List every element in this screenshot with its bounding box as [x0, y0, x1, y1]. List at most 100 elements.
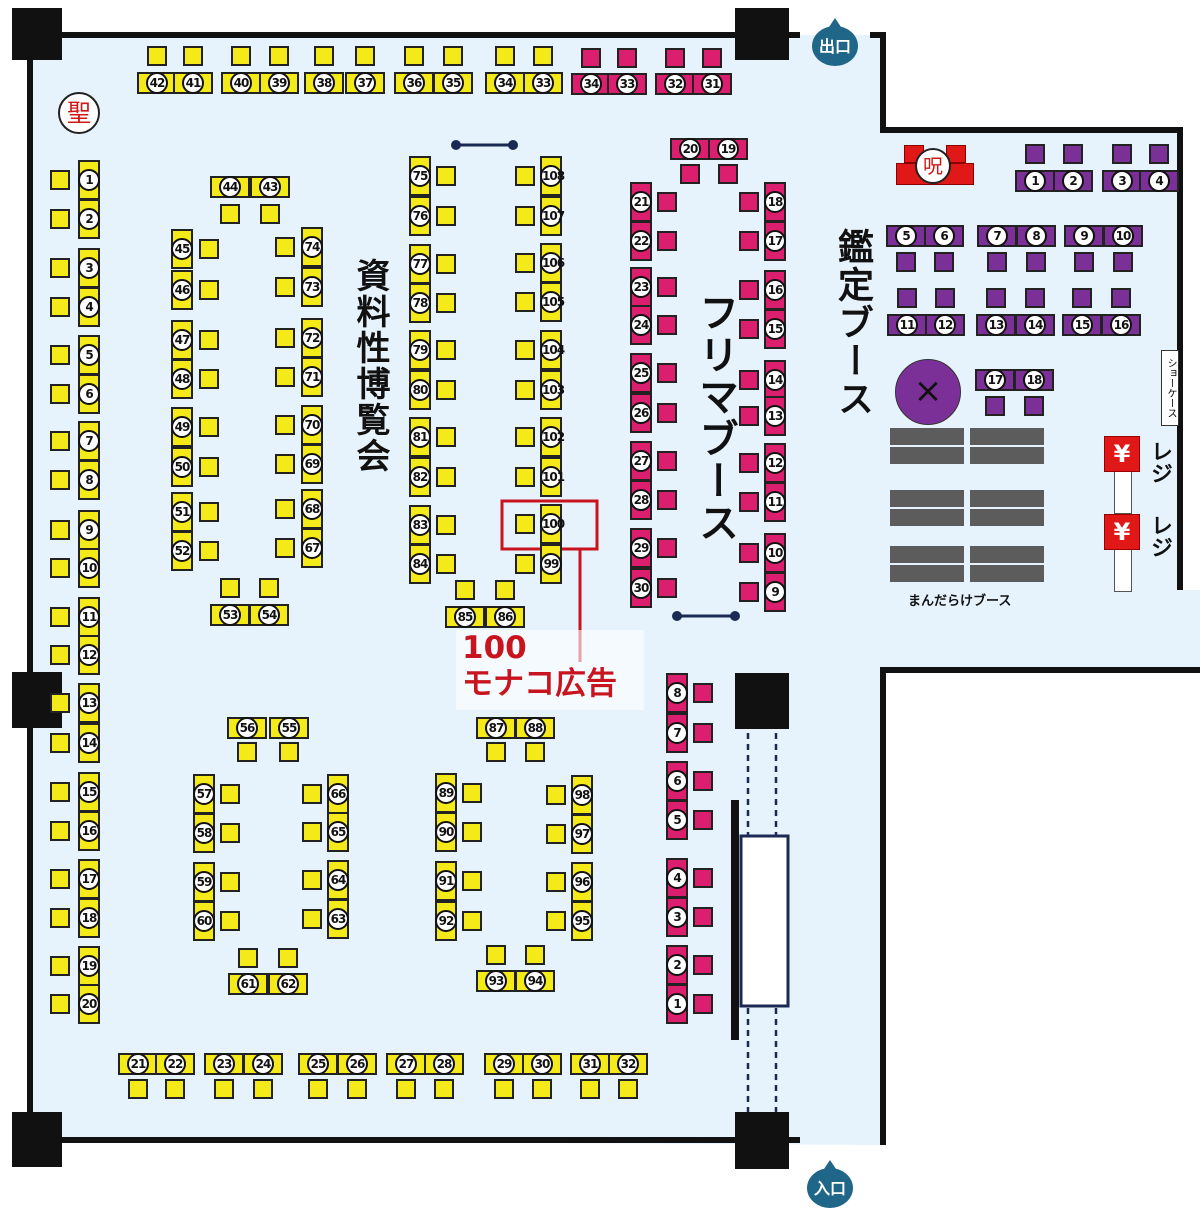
booth-p-low-2[interactable]: 2	[666, 954, 688, 976]
booth-p-top2-20[interactable]: 20	[679, 138, 701, 160]
booth-y-wall-3[interactable]: 3	[78, 257, 100, 279]
booth-y-i2-bottom-61[interactable]: 61	[237, 973, 259, 995]
booth-y-top-34[interactable]: 34	[494, 72, 516, 94]
booth-y-i1-left-46[interactable]: 46	[171, 279, 193, 301]
booth-p-low-8[interactable]: 8	[666, 682, 688, 704]
booth-p-low-1[interactable]: 1	[666, 993, 688, 1015]
booth-y-i3-right-97[interactable]: 97	[571, 823, 593, 845]
booth-y-wall-12[interactable]: 12	[78, 644, 100, 666]
booth-k-1-4[interactable]: 4	[1148, 170, 1170, 192]
booth-y-top-35[interactable]: 35	[442, 72, 464, 94]
booth-y-i3-top-88[interactable]: 88	[524, 717, 546, 739]
booth-y-top-36[interactable]: 36	[403, 72, 425, 94]
booth-y-c108-104[interactable]: 104	[540, 339, 565, 361]
booth-y-i2-top-55[interactable]: 55	[278, 717, 300, 739]
booth-k-3-14[interactable]: 14	[1024, 314, 1046, 336]
booth-p-low-4[interactable]: 4	[666, 867, 688, 889]
booth-y-c75-78[interactable]: 78	[409, 292, 431, 314]
booth-y-bottom-31[interactable]: 31	[579, 1053, 601, 1075]
booth-p-left-28[interactable]: 28	[630, 489, 652, 511]
booth-k-3-11[interactable]: 11	[896, 314, 918, 336]
booth-y-bottom-32[interactable]: 32	[617, 1053, 639, 1075]
booth-y-top-42[interactable]: 42	[146, 72, 168, 94]
booth-p-low-3[interactable]: 3	[666, 906, 688, 928]
booth-y-i1-bottom-54[interactable]: 54	[258, 604, 280, 626]
booth-y-wall-7[interactable]: 7	[78, 430, 100, 452]
booth-y-c108-100[interactable]: 100	[540, 513, 565, 535]
booth-y-i1-right-68[interactable]: 68	[301, 498, 323, 520]
booth-k-3-15[interactable]: 15	[1071, 314, 1093, 336]
booth-p-left-22[interactable]: 22	[630, 230, 652, 252]
booth-y-bottom-29[interactable]: 29	[493, 1053, 515, 1075]
booth-y-i3-right-95[interactable]: 95	[571, 910, 593, 932]
booth-y-i3-right-96[interactable]: 96	[571, 871, 593, 893]
booth-y-wall-18[interactable]: 18	[78, 907, 100, 929]
booth-y-c75-75[interactable]: 75	[409, 165, 431, 187]
booth-y-top-41[interactable]: 41	[182, 72, 204, 94]
booth-k-2-8[interactable]: 8	[1025, 225, 1047, 247]
booth-p-left-24[interactable]: 24	[630, 314, 652, 336]
booth-y-i3-top-87[interactable]: 87	[485, 717, 507, 739]
booth-k-1-1[interactable]: 1	[1024, 170, 1046, 192]
booth-y-c75-82[interactable]: 82	[409, 466, 431, 488]
booth-p-left-26[interactable]: 26	[630, 402, 652, 424]
booth-p-right-11[interactable]: 11	[764, 491, 786, 513]
booth-y-wall-1[interactable]: 1	[78, 169, 100, 191]
booth-y-c75-81[interactable]: 81	[409, 426, 431, 448]
booth-y-i2-right-64[interactable]: 64	[327, 869, 349, 891]
booth-y-c75-76[interactable]: 76	[409, 205, 431, 227]
booth-y-bottom-26[interactable]: 26	[346, 1053, 368, 1075]
booth-p-right-13[interactable]: 13	[764, 405, 786, 427]
booth-p-left-21[interactable]: 21	[630, 191, 652, 213]
booth-p-right-16[interactable]: 16	[764, 279, 786, 301]
booth-y-i3-left-92[interactable]: 92	[435, 910, 457, 932]
booth-p-top-31[interactable]: 31	[701, 73, 723, 95]
booth-p-top-33[interactable]: 33	[616, 73, 638, 95]
booth-p-top-32[interactable]: 32	[664, 73, 686, 95]
booth-k-3-16[interactable]: 16	[1110, 314, 1132, 336]
booth-k-3-13[interactable]: 13	[985, 314, 1007, 336]
booth-y-wall-14[interactable]: 14	[78, 732, 100, 754]
booth-y-i2-left-57[interactable]: 57	[193, 783, 215, 805]
booth-k-2-5[interactable]: 5	[895, 225, 917, 247]
booth-y-i2-right-63[interactable]: 63	[327, 908, 349, 930]
booth-y-i3-left-89[interactable]: 89	[435, 782, 457, 804]
booth-p-right-10[interactable]: 10	[764, 542, 786, 564]
booth-y-i2-bottom-62[interactable]: 62	[277, 973, 299, 995]
booth-y-wall-20[interactable]: 20	[78, 993, 100, 1015]
booth-k-1-3[interactable]: 3	[1111, 170, 1133, 192]
booth-y-top-40[interactable]: 40	[230, 72, 252, 94]
booth-y-c85-85[interactable]: 85	[454, 606, 476, 628]
booth-p-low-5[interactable]: 5	[666, 809, 688, 831]
booth-y-i1-left-52[interactable]: 52	[171, 540, 193, 562]
booth-y-wall-10[interactable]: 10	[78, 557, 100, 579]
booth-p-right-15[interactable]: 15	[764, 318, 786, 340]
booth-y-i1-right-72[interactable]: 72	[301, 327, 323, 349]
booth-p-left-27[interactable]: 27	[630, 450, 652, 472]
booth-y-i2-right-66[interactable]: 66	[327, 783, 349, 805]
booth-k-1-2[interactable]: 2	[1062, 170, 1084, 192]
booth-y-c75-83[interactable]: 83	[409, 514, 431, 536]
booth-k-2-6[interactable]: 6	[933, 225, 955, 247]
booth-k-4-17[interactable]: 17	[984, 369, 1006, 391]
booth-y-wall-9[interactable]: 9	[78, 519, 100, 541]
booth-p-right-12[interactable]: 12	[764, 452, 786, 474]
booth-y-i3-left-91[interactable]: 91	[435, 870, 457, 892]
booth-y-i1-right-74[interactable]: 74	[301, 236, 323, 258]
booth-y-bottom-28[interactable]: 28	[433, 1053, 455, 1075]
booth-y-wall-4[interactable]: 4	[78, 296, 100, 318]
booth-y-bottom-25[interactable]: 25	[307, 1053, 329, 1075]
booth-p-left-30[interactable]: 30	[630, 577, 652, 599]
booth-y-c108-103[interactable]: 103	[540, 379, 565, 401]
booth-p-low-6[interactable]: 6	[666, 770, 688, 792]
booth-y-i1-right-69[interactable]: 69	[301, 453, 323, 475]
booth-y-bottom-22[interactable]: 22	[164, 1053, 186, 1075]
booth-y-wall-5[interactable]: 5	[78, 344, 100, 366]
booth-y-i2-left-60[interactable]: 60	[193, 910, 215, 932]
booth-y-c75-80[interactable]: 80	[409, 379, 431, 401]
booth-y-i1-left-49[interactable]: 49	[171, 416, 193, 438]
booth-y-i1-top-43[interactable]: 43	[259, 176, 281, 198]
booth-p-right-17[interactable]: 17	[764, 230, 786, 252]
booth-p-left-29[interactable]: 29	[630, 537, 652, 559]
booth-p-right-18[interactable]: 18	[764, 191, 786, 213]
